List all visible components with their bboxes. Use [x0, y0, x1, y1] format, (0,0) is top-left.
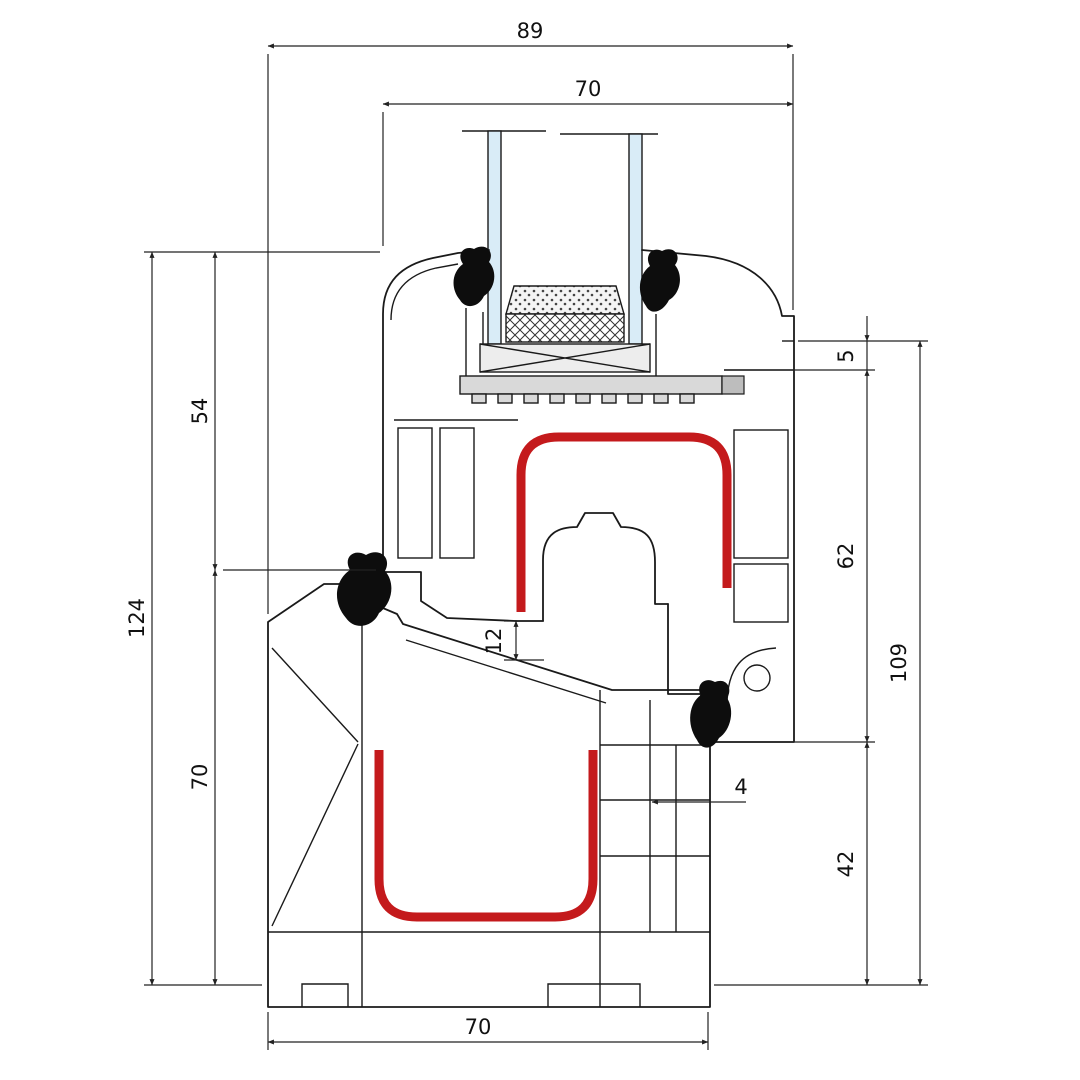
dim-label-rebate-gap: 12 — [482, 628, 506, 655]
dim-label-frame-width: 70 — [465, 1015, 492, 1039]
glass-pane-right — [628, 133, 643, 345]
sloped-inner-face — [405, 639, 607, 704]
steel-reinforcement-lower — [374, 750, 598, 922]
base-foot-right — [547, 983, 641, 1007]
glazing-bridge-end-block — [721, 375, 745, 395]
outer-frame-outline — [641, 249, 795, 743]
dim-label-gap: 5 — [834, 349, 858, 362]
ext-lines-rebate-gap — [504, 620, 544, 661]
steel-reinforcements — [374, 432, 732, 922]
sash-chamber-left — [397, 427, 433, 559]
glazing-spacer-hatched — [505, 313, 625, 343]
glazing-gasket-left — [453, 246, 495, 307]
glazing-spacer-desiccant — [505, 285, 625, 315]
glazing-gasket-right — [639, 249, 680, 312]
frame-curved-web — [726, 647, 777, 707]
sash-interlock-hook — [515, 512, 669, 622]
dimensions: 89 70 54 124 70 5 62 42 109 12 4 70 — [125, 19, 928, 1050]
dim-label-frame-height: 70 — [188, 764, 212, 791]
dim-label-mid-height: 62 — [834, 543, 858, 570]
dim-label-lower-height: 42 — [834, 851, 858, 878]
frame-chamber-lower — [733, 563, 789, 623]
base-foot-left — [301, 983, 349, 1007]
setting-block-cross — [479, 343, 651, 373]
sash-inner-top-left — [390, 263, 459, 321]
dim-label-right-overall-height: 109 — [887, 643, 911, 683]
frame-chamber-upper — [733, 429, 789, 559]
rebate-gasket-left — [336, 552, 392, 626]
base-webs — [361, 932, 601, 1007]
sash-profile — [382, 249, 669, 622]
glazing-bridge-teeth — [471, 393, 695, 404]
frame-diagonal-braces — [271, 647, 359, 927]
glass-pane-left — [487, 130, 502, 345]
dim-label-overall-width: 89 — [517, 19, 544, 43]
dim-label-wall-thickness: 4 — [734, 775, 747, 799]
steel-reinforcement-upper — [516, 432, 732, 612]
dim-label-upper-height: 54 — [188, 398, 212, 425]
glazing-bridge — [459, 375, 723, 395]
outer-frame-profile — [641, 249, 795, 743]
sash-bottom-face — [382, 571, 517, 622]
sash-outline-left — [382, 249, 490, 573]
glazing-unit — [459, 130, 745, 404]
gaskets — [336, 246, 732, 748]
dim-label-sash-width: 70 — [575, 77, 602, 101]
frame-screw-port — [743, 664, 771, 692]
sash-chamber-right — [439, 427, 475, 559]
dim-label-overall-height: 124 — [125, 598, 149, 638]
rebate-gasket-right — [690, 680, 732, 748]
frame-chamber-grid — [600, 744, 710, 857]
